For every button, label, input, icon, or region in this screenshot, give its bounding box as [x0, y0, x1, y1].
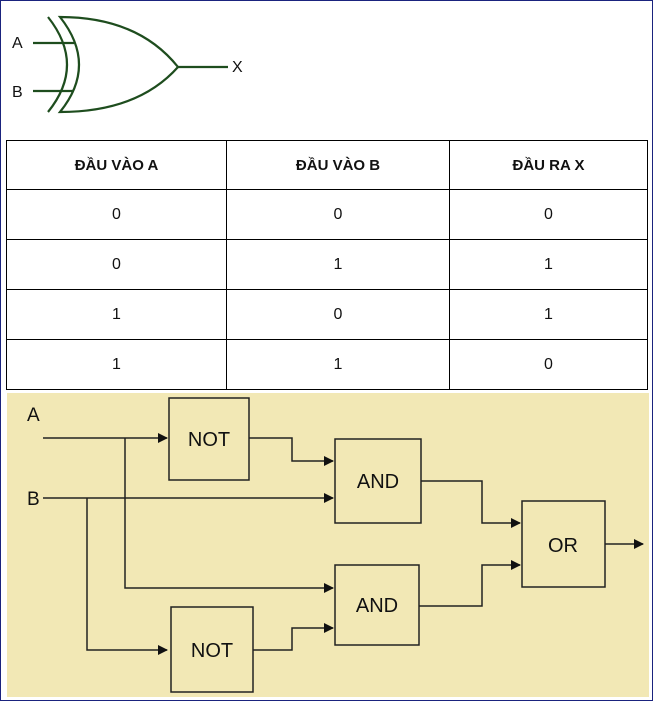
not-gate-top [168, 397, 250, 481]
table-cell: 0 [449, 339, 648, 390]
table-cell: 1 [449, 289, 648, 340]
input-b-label: B [27, 489, 40, 510]
wire-and-top-to-or [421, 480, 521, 528]
table-row: 0 0 0 [6, 189, 648, 240]
table-cell: 0 [226, 289, 450, 340]
xor-label-x: X [232, 59, 243, 76]
wire-b-to-not-bottom [86, 498, 168, 655]
or-gate-label: OR [548, 535, 578, 557]
not-gate-bottom-label: NOT [191, 640, 233, 662]
wire-not-top-to-and-top [249, 437, 334, 466]
and-gate-top-label: AND [357, 471, 399, 493]
not-gate-top-label: NOT [188, 429, 230, 451]
wire-not-bottom-to-and-bottom [253, 623, 334, 651]
xor-extra-curve [47, 16, 68, 113]
and-gate-bottom [334, 564, 420, 646]
and-gate-top [334, 438, 422, 524]
xor-gate-body [57, 15, 180, 114]
wire-and-bottom-to-or [419, 560, 521, 607]
table-row: 0 1 1 [6, 239, 648, 290]
table-cell: 0 [449, 189, 648, 240]
table-cell: 0 [6, 189, 227, 240]
table-row: 1 0 1 [6, 289, 648, 340]
table-row: 1 1 0 [6, 339, 648, 390]
table-header-row: ĐẦU VÀO A ĐẦU VÀO B ĐẦU RA X [6, 140, 648, 190]
table-cell: 1 [449, 239, 648, 290]
table-cell: 1 [226, 339, 450, 390]
table-cell: 0 [6, 239, 227, 290]
or-gate [521, 500, 606, 588]
table-cell: 1 [6, 289, 227, 340]
wire-a-to-and-bottom [124, 438, 334, 593]
header-input-b: ĐẦU VÀO B [226, 140, 450, 190]
xor-label-b: B [12, 84, 23, 101]
header-input-a: ĐẦU VÀO A [6, 140, 227, 190]
xor-logic-diagram: A B NOT NOT AND AND OR [7, 393, 649, 697]
xor-gate-symbol: A B X [12, 15, 243, 114]
truth-table: ĐẦU VÀO A ĐẦU VÀO B ĐẦU RA X 0 0 0 0 1 1… [6, 140, 648, 390]
and-gate-bottom-label: AND [356, 595, 398, 617]
table-cell: 0 [226, 189, 450, 240]
input-a-label: A [27, 405, 40, 426]
header-output-x: ĐẦU RA X [449, 140, 648, 190]
table-cell: 1 [6, 339, 227, 390]
not-gate-bottom [170, 606, 254, 693]
xor-label-a: A [12, 35, 23, 52]
table-cell: 1 [226, 239, 450, 290]
